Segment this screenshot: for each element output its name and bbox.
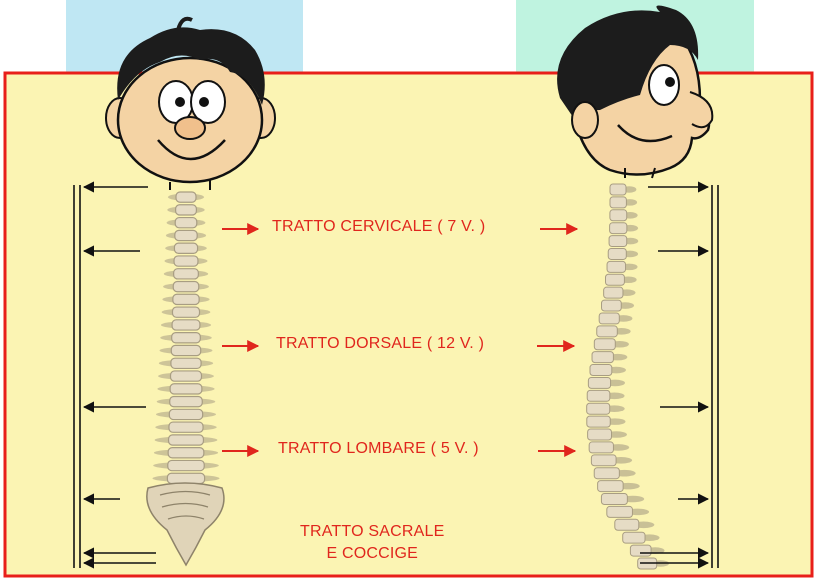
vertebra bbox=[176, 205, 197, 215]
vertebra bbox=[174, 256, 198, 266]
vertebra bbox=[170, 384, 202, 394]
vertebra bbox=[588, 429, 612, 440]
vertebra bbox=[173, 281, 198, 291]
vertebra bbox=[610, 184, 626, 195]
vertebra bbox=[597, 326, 618, 337]
vertebra bbox=[170, 397, 203, 407]
vertebra bbox=[610, 223, 627, 234]
vertebra bbox=[630, 545, 651, 556]
vertebra bbox=[176, 192, 196, 202]
vertebra bbox=[590, 365, 612, 376]
vertebra bbox=[171, 345, 200, 355]
vertebra bbox=[172, 320, 200, 330]
label-sacral-line2: E COCCIGE bbox=[300, 543, 444, 565]
vertebra bbox=[171, 358, 201, 368]
vertebra bbox=[169, 422, 203, 432]
vertebra bbox=[602, 300, 622, 311]
vertebra bbox=[168, 460, 204, 470]
label-sacral: TRATTO SACRALE E COCCIGE bbox=[300, 521, 444, 565]
vertebra bbox=[615, 519, 639, 530]
label-dorsal: TRATTO DORSALE ( 12 V. ) bbox=[276, 335, 484, 353]
vertebra bbox=[175, 218, 197, 228]
vertebra bbox=[598, 481, 624, 492]
vertebra bbox=[175, 230, 197, 240]
vertebra bbox=[588, 377, 610, 388]
vertebra bbox=[174, 243, 197, 253]
vertebra bbox=[592, 352, 613, 363]
label-lumbar: TRATTO LOMBARE ( 5 V. ) bbox=[278, 440, 479, 458]
vertebra bbox=[174, 269, 199, 279]
label-cervical: TRATTO CERVICALE ( 7 V. ) bbox=[272, 218, 485, 236]
vertebra bbox=[172, 307, 199, 317]
vertebra bbox=[608, 248, 626, 259]
vertebra bbox=[173, 294, 199, 304]
vertebra bbox=[599, 313, 619, 324]
vertebra bbox=[610, 197, 626, 208]
vertebra bbox=[167, 473, 204, 483]
vertebra bbox=[610, 210, 627, 221]
vertebra bbox=[601, 494, 627, 505]
vertebra bbox=[169, 435, 204, 445]
vertebra bbox=[623, 532, 645, 543]
vertebra bbox=[606, 274, 625, 285]
vertebra bbox=[604, 287, 623, 298]
vertebra bbox=[171, 371, 202, 381]
vertebra bbox=[587, 403, 610, 414]
vertebra bbox=[609, 236, 627, 247]
vertebra bbox=[594, 339, 615, 350]
vertebra bbox=[594, 468, 619, 479]
vertebra bbox=[587, 390, 610, 401]
vertebra bbox=[169, 409, 202, 419]
vertebra bbox=[172, 333, 201, 343]
vertebra bbox=[168, 448, 204, 458]
vertebra bbox=[607, 506, 633, 517]
vertebra bbox=[591, 455, 616, 466]
vertebra bbox=[607, 261, 625, 272]
vertebra bbox=[587, 416, 610, 427]
label-sacral-line1: TRATTO SACRALE bbox=[300, 521, 444, 543]
vertebra bbox=[589, 442, 613, 453]
